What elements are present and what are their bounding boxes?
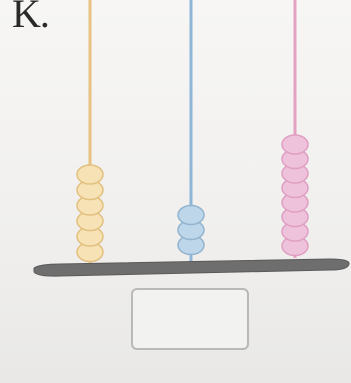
answer-box[interactable] (131, 288, 249, 350)
bead-pink (281, 134, 309, 155)
abacus-base (33, 258, 350, 277)
bead-orange (76, 164, 104, 185)
bead-blue (177, 204, 205, 226)
problem-label: K. (12, 0, 50, 36)
